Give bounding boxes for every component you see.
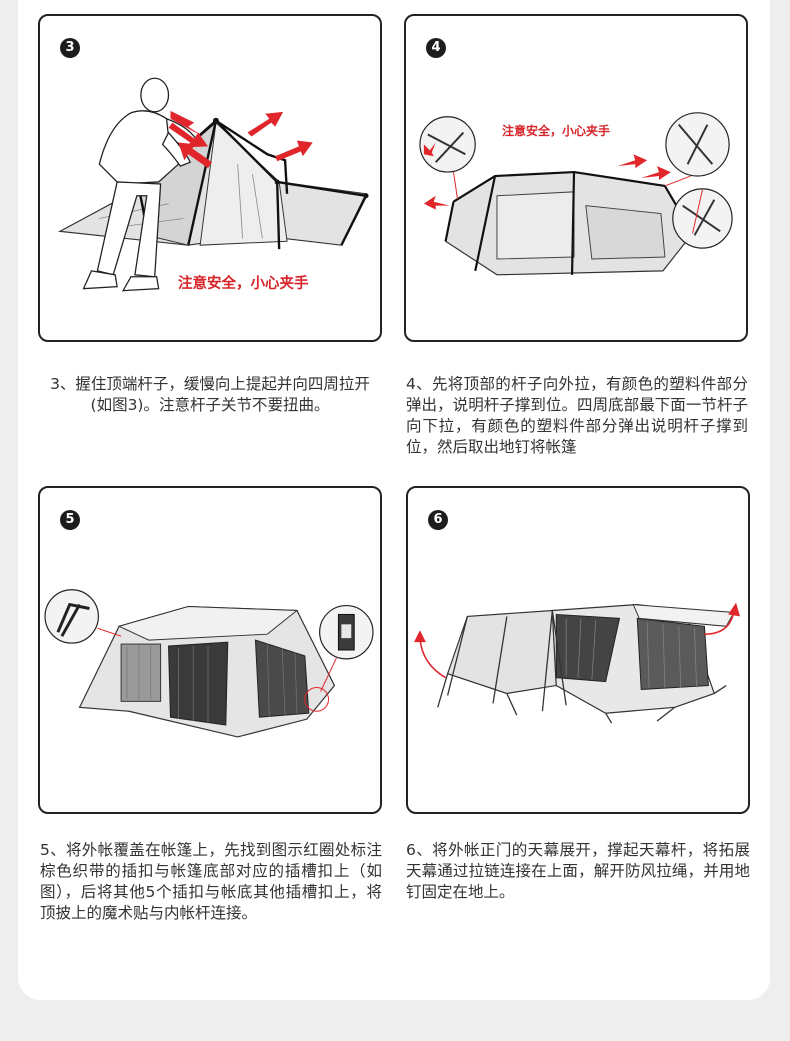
step-3-illustration: 3 注意安全，小心夹手 (38, 14, 382, 342)
step-6-description: 6、将外帐正门的天幕展开，撑起天幕杆，将拓展天幕通过拉链连接在上面，解开防风拉绳… (406, 841, 750, 901)
tent-frame-extension-image (419, 112, 733, 276)
step-4-number-badge: 4 (426, 38, 446, 58)
step-6-illustration: 6 (406, 486, 750, 814)
step-3-description: 3、握住顶端杆子，缓慢向上提起并向四周拉开(如图3)。注意杆子关节不要扭曲。 (50, 375, 370, 414)
step-6-number-badge: 6 (428, 510, 448, 530)
step-3-safety-warning: 注意安全，小心夹手 (178, 276, 309, 292)
person-raising-tent-image (57, 77, 369, 292)
step-5-illustration: 5 (38, 486, 382, 814)
step-5-description: 5、将外帐覆盖在帐篷上，先找到图示红圈处标注棕色织带的插扣与帐篷底部对应的插槽扣… (40, 841, 382, 922)
step-3-number-badge: 3 (60, 38, 80, 58)
step-4-description: 4、先将顶部的杆子向外拉，有颜色的塑料件部分弹出，说明杆子撑到位。四周底部最下面… (406, 375, 748, 456)
step-4-safety-warning: 注意安全，小心夹手 (502, 124, 611, 138)
step-5-number-badge: 5 (60, 510, 80, 530)
canopy-extension-image (414, 602, 740, 724)
outer-tent-cover-image (44, 589, 374, 738)
step-4-illustration: 4 注意安全，小心夹手 (404, 14, 748, 342)
